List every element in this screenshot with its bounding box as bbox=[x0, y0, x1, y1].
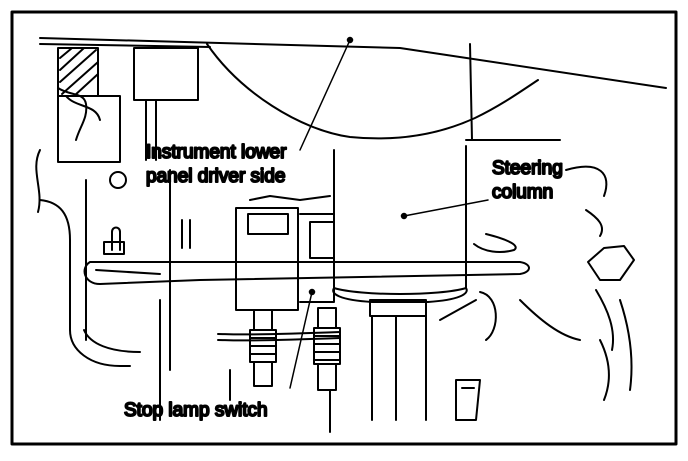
right-side-structure bbox=[455, 165, 635, 421]
label-stop-lamp-switch: Stop lamp switch bbox=[124, 400, 268, 421]
label-instrument-panel-line2: panel driver side bbox=[146, 166, 285, 187]
label-instrument-panel-line1: Instrument lower bbox=[146, 142, 287, 163]
stop-lamp-switch bbox=[217, 195, 341, 433]
left-panel-structure bbox=[35, 149, 231, 421]
label-steering-line1: Steering bbox=[492, 158, 563, 179]
label-steering-line2: column bbox=[492, 182, 553, 203]
leader-lines bbox=[289, 36, 489, 389]
figure-frame bbox=[10, 10, 678, 446]
pedal-support-bracket bbox=[83, 261, 530, 285]
steering-column bbox=[332, 145, 517, 421]
label-instrument-panel: Instrument lower panel driver side bbox=[145, 141, 288, 188]
label-steering-column: Steering column bbox=[491, 157, 564, 204]
dashboard-outline bbox=[39, 37, 667, 141]
wiring-connector bbox=[57, 47, 199, 189]
